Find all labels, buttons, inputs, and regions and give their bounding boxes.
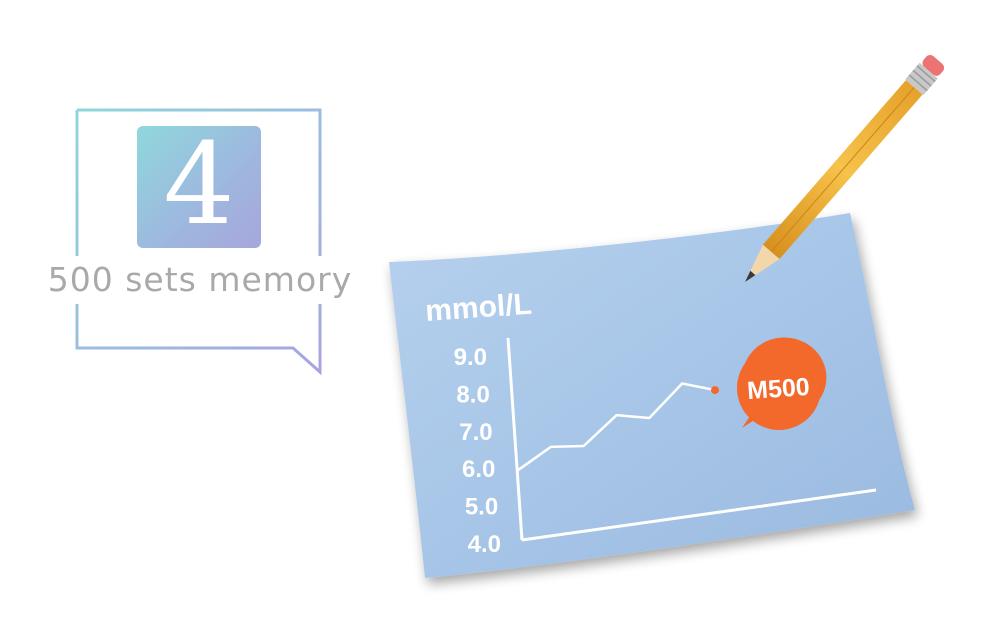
y-tick-label: 8.0	[456, 381, 489, 408]
x-axis-line	[521, 488, 877, 542]
y-tick-label: 4.0	[468, 531, 501, 558]
feature-number: 4	[163, 120, 235, 250]
model-tag-label: M500	[746, 373, 810, 405]
feature-caption: 500 sets memory	[44, 256, 356, 304]
y-axis-line	[506, 337, 524, 541]
y-tick-label: 7.0	[459, 419, 492, 446]
feature-number-badge: 4	[137, 126, 261, 248]
model-tag: M500	[737, 337, 827, 430]
y-axis-unit-label: mmol/L	[424, 288, 533, 328]
y-tick-label: 9.0	[454, 344, 487, 371]
latest-reading-point	[711, 386, 719, 395]
series-line	[517, 382, 716, 472]
paper-card	[389, 213, 915, 578]
pencil-icon	[745, 54, 945, 282]
y-tick-label: 5.0	[465, 494, 498, 521]
y-tick-label: 6.0	[462, 456, 495, 483]
